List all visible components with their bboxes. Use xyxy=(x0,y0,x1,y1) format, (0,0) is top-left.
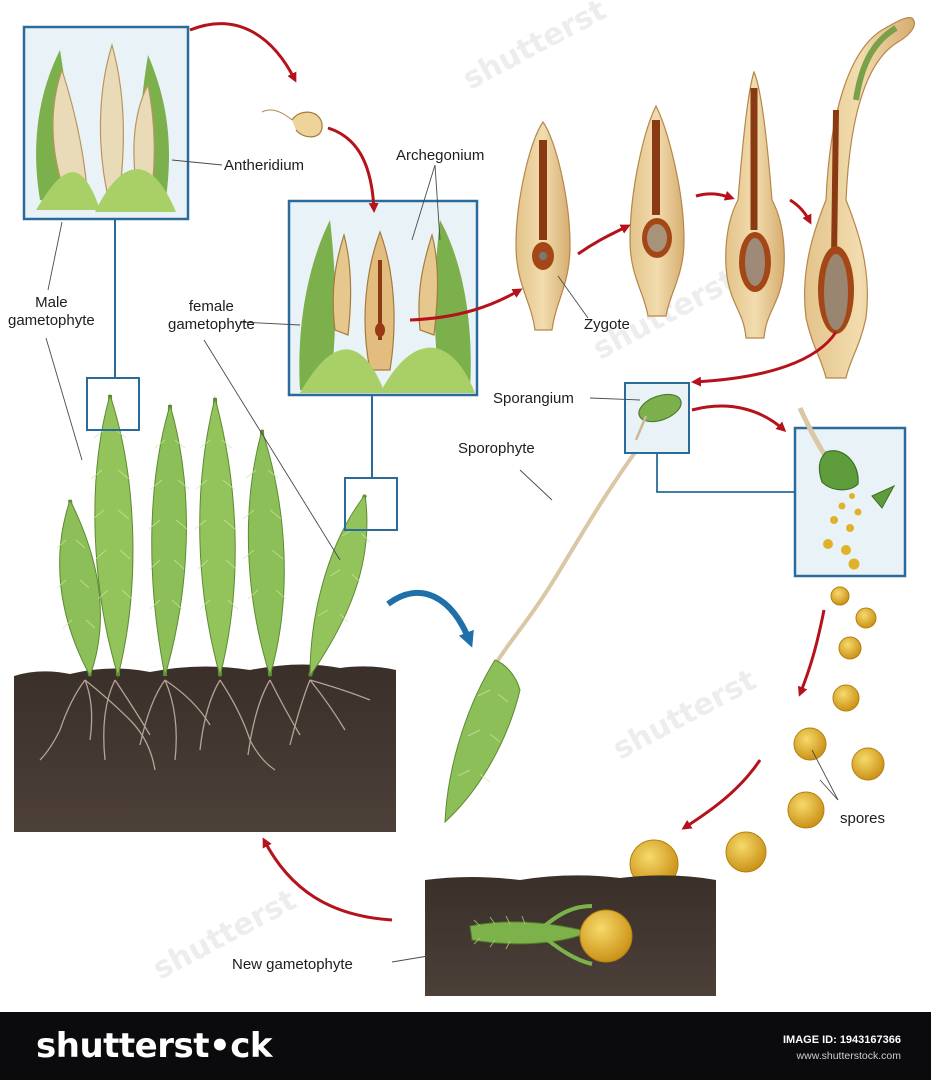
female-zoom-marker xyxy=(344,477,398,531)
spore-release-box xyxy=(793,406,907,578)
male-detail-box xyxy=(22,25,190,221)
site-link[interactable]: www.shutterstock.com xyxy=(796,1050,901,1062)
spores-trail xyxy=(629,586,885,889)
sporophyte-on-shoot xyxy=(444,424,657,824)
diagram-canvas: shutterst shutterst shutterst shutterst … xyxy=(14,0,915,996)
archegonium-illustration xyxy=(299,220,475,393)
sperm-cell xyxy=(261,109,323,138)
label-antheridium: Antheridium xyxy=(224,157,305,174)
sporangium-connector xyxy=(656,453,795,493)
svg-text:shutterst: shutterst xyxy=(607,663,762,767)
label-new-gametophyte: New gametophyte xyxy=(232,956,353,973)
shoot-6 xyxy=(308,493,368,678)
stage-3 xyxy=(725,70,785,339)
cycle-arrows xyxy=(189,22,838,922)
label-spores: spores xyxy=(840,810,886,827)
stage-4 xyxy=(803,17,915,379)
sporangium-capsule xyxy=(634,393,682,441)
female-detail-box xyxy=(287,199,479,397)
label-female-gametophyte: female gametophyte xyxy=(168,298,255,333)
sporophyte-stages xyxy=(515,17,915,379)
moss-life-cycle-diagram: shutterst shutterst shutterst shutterst … xyxy=(8,0,915,996)
male-zoom-marker xyxy=(86,377,140,431)
shoot-1 xyxy=(59,498,101,678)
soil-block xyxy=(14,664,396,832)
label-zygote: Zygote xyxy=(584,316,630,333)
shoot-5 xyxy=(247,428,285,678)
label-archegonium: Archegonium xyxy=(396,147,485,164)
image-id: IMAGE ID: 1943167366 xyxy=(782,1034,901,1046)
shoot-4 xyxy=(199,396,236,678)
growth-arrow xyxy=(386,589,474,648)
svg-text:shutterst: shutterst xyxy=(457,0,612,97)
label-male-gametophyte: Male gametophyte xyxy=(8,294,95,329)
antheridium-illustration xyxy=(36,42,176,212)
stage-1 xyxy=(515,120,571,331)
label-sporangium: Sporangium xyxy=(493,390,574,407)
stock-footer: shutterst•ck IMAGE ID: 1943167366 www.sh… xyxy=(0,1012,931,1080)
shoot-3 xyxy=(151,403,187,677)
label-sporophyte: Sporophyte xyxy=(458,440,535,457)
stage-2 xyxy=(629,104,685,317)
shoot-2 xyxy=(94,393,134,678)
shutterstock-logo[interactable]: shutterst•ck xyxy=(36,1026,272,1066)
leader-lines xyxy=(45,159,839,963)
new-gametophyte-block xyxy=(425,875,716,996)
roots xyxy=(39,679,371,771)
gametophyte-shoots xyxy=(56,393,371,678)
